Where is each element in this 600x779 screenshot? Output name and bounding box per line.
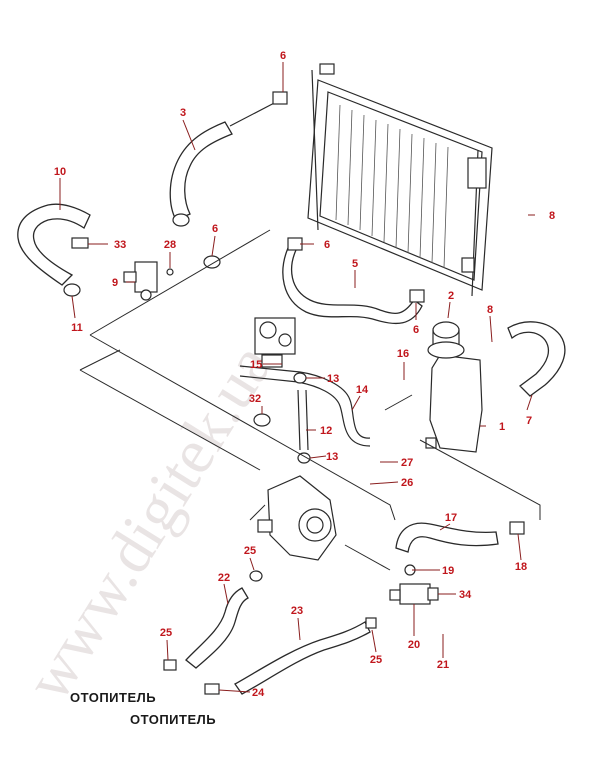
callout-25: 25 [370, 654, 382, 666]
callout-labels: 6 3 10 6 28 33 9 11 6 5 6 2 8 8 7 1 16 1… [54, 50, 555, 699]
callout-19: 19 [442, 565, 454, 577]
callout-21: 21 [437, 659, 449, 671]
callout-9: 9 [112, 277, 118, 289]
thermostat-housing [254, 317, 296, 368]
hose-5 [282, 247, 423, 325]
callout-26: 26 [401, 477, 413, 489]
callout-27: 27 [401, 457, 413, 469]
callout-16: 16 [397, 348, 409, 360]
callout-2: 2 [448, 290, 454, 302]
hose-3 [169, 121, 233, 221]
leader-lines [59, 62, 535, 693]
callout-13: 13 [326, 451, 338, 463]
callout-32: 32 [249, 393, 261, 405]
clamp-18 [509, 521, 525, 535]
callout-7: 7 [526, 415, 532, 427]
clamp-25-mid [249, 570, 263, 582]
clamp-24 [204, 683, 220, 695]
callout-6: 6 [324, 239, 330, 251]
valve-9 [123, 261, 174, 301]
callout-22: 22 [218, 572, 230, 584]
hose-10 [17, 203, 91, 286]
clamp-25-right [365, 617, 377, 629]
callout-11: 11 [71, 322, 83, 334]
callout-5: 5 [352, 258, 358, 270]
expansion-tank [425, 321, 483, 453]
watermark-text: www.digitek.ua [12, 332, 287, 713]
callout-12: 12 [320, 425, 332, 437]
clamp [172, 213, 190, 227]
callout-6: 6 [413, 324, 419, 336]
callout-3: 3 [180, 107, 186, 119]
callout-18: 18 [515, 561, 527, 573]
callout-10: 10 [54, 166, 66, 178]
callout-24: 24 [252, 687, 265, 699]
hose-17 [395, 522, 499, 553]
hose-7 [507, 321, 566, 397]
radiator [307, 63, 493, 297]
clamp-6 [203, 255, 221, 269]
water-pump [257, 475, 337, 561]
coupling-34 [389, 564, 439, 605]
callout-6: 6 [212, 223, 218, 235]
hose-23 [234, 621, 371, 695]
callout-17: 17 [445, 512, 457, 524]
callout-1: 1 [499, 421, 505, 433]
clamp-6-upper [287, 237, 303, 251]
callout-23: 23 [291, 605, 303, 617]
callout-25: 25 [160, 627, 172, 639]
clamp-6-top [272, 91, 288, 105]
callout-25: 25 [244, 545, 256, 557]
clamp-13-upper [293, 372, 307, 384]
heater-label-upper: ОТОПИТЕЛЬ [70, 690, 156, 705]
callout-14: 14 [356, 384, 369, 396]
clamp-6-lower [409, 289, 425, 303]
callout-8: 8 [487, 304, 493, 316]
callout-33: 33 [114, 239, 126, 251]
clamp-33 [71, 237, 89, 249]
clamp-25-left [163, 659, 177, 671]
callout-34: 34 [459, 589, 472, 601]
callout-13: 13 [327, 373, 339, 385]
clamp-13-lower [297, 452, 311, 464]
hose-22 [185, 587, 249, 669]
callout-28: 28 [164, 239, 176, 251]
pipe-14 [239, 365, 371, 439]
callout-15: 15 [250, 359, 262, 371]
clamp-32 [253, 413, 271, 427]
callout-6: 6 [280, 50, 286, 62]
clamp-11 [63, 283, 81, 297]
assembly-outlines [79, 229, 541, 571]
heater-label-lower: ОТОПИТЕЛЬ [130, 712, 216, 727]
callout-20: 20 [408, 639, 420, 651]
callout-8: 8 [549, 210, 555, 222]
